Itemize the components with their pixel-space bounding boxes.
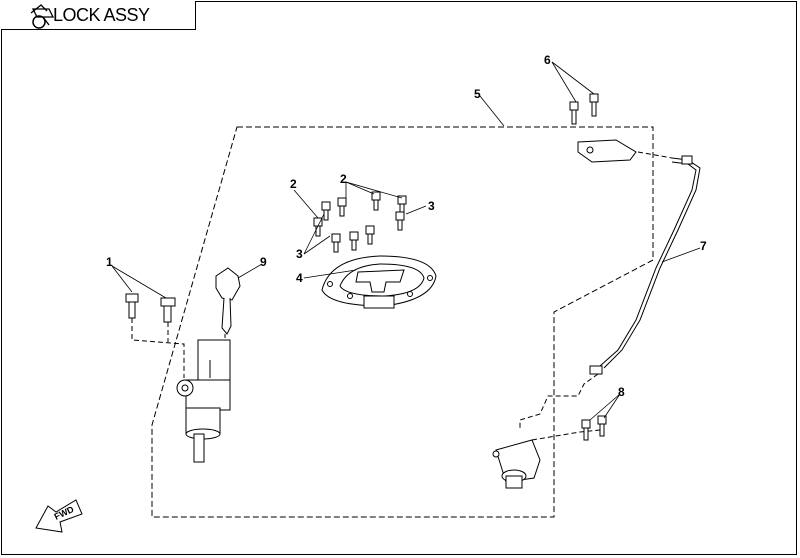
key: [215, 267, 241, 335]
callout-8: 8: [618, 385, 625, 399]
leader-lines: [111, 61, 701, 421]
page-title: LOCK ASSY: [53, 5, 150, 25]
callout-2b: 2: [340, 172, 347, 186]
solenoid: [492, 439, 541, 489]
callout-9: 9: [260, 255, 267, 269]
callout-2a: 2: [290, 177, 297, 191]
callout-7: 7: [700, 239, 707, 253]
cable: [589, 155, 701, 375]
brand-logo: [30, 4, 55, 29]
callout-1: 1: [106, 255, 113, 269]
fwd-arrow-icon: [35, 499, 83, 533]
bolts-8: [581, 415, 607, 441]
leader-dashed-1: [131, 318, 185, 378]
bolts-1: [125, 293, 176, 323]
bolts-2-3: [313, 191, 407, 253]
ignition-switch: [176, 339, 231, 463]
callout-3b: 3: [428, 199, 435, 213]
bracket: [569, 93, 637, 163]
assembly-boundary: [151, 126, 654, 518]
fuel-cap: [321, 255, 437, 309]
callout-4: 4: [296, 271, 303, 285]
callout-6: 6: [544, 53, 551, 67]
callout-5: 5: [474, 87, 481, 101]
callout-3a: 3: [296, 247, 303, 261]
title-block: LOCK ASSY: [1, 1, 196, 30]
